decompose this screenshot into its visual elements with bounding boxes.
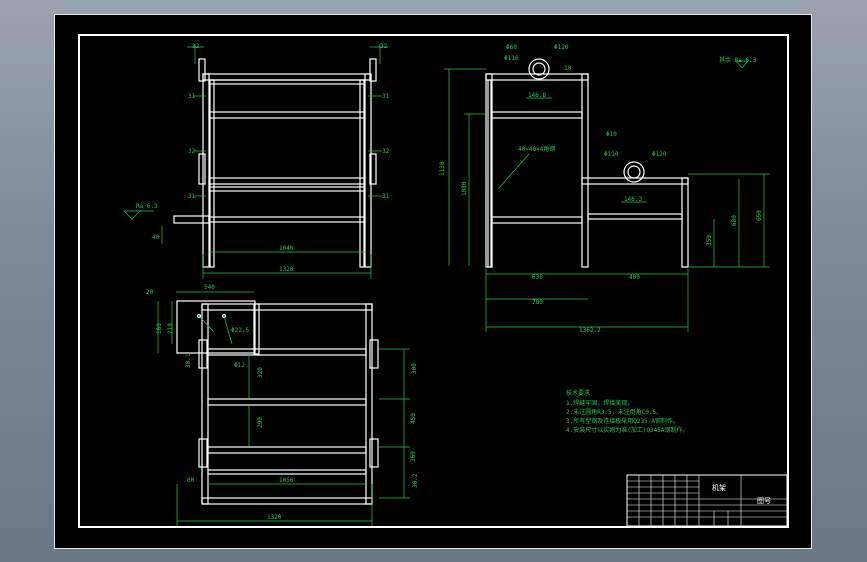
dim-text: 31 [188,193,196,200]
dim-text: 32 [192,43,200,50]
notes-title: 技术要求 [566,389,590,397]
dim-text: 30.2 [412,473,419,488]
side-view: Φ60 Φ120 Φ110 10 146.8 1130 1080 Φ10 Φ11… [439,44,770,334]
dim-text: Φ110 [604,151,619,158]
dim-text: 146.8 [528,92,546,99]
dim-text: Φ22.5 [231,327,249,334]
dim-text: 450 [410,413,417,424]
front-view: 32 32 31 31 32 32 31 31 1040 1320 40 Ra … [123,43,390,279]
dim-text: 146.3 [624,196,642,203]
dim-text: 1080 [461,181,468,196]
dim-text: 630 [532,274,543,281]
dim-text: 540 [204,284,215,291]
roughness-text: Ra 6.3 [136,203,158,210]
dim-text: 10 [564,65,572,72]
dim-text: 290 [257,417,264,428]
dim-text: 31 [382,93,390,100]
dim-text: 31 [382,193,390,200]
dim-text: Φ120 [554,44,569,51]
dim-text: 180 [156,323,163,334]
dim-text: Φ10 [606,131,617,138]
dim-text: 350 [706,235,713,246]
dim-text: 650 [756,210,763,221]
dim-text: Φ110 [504,55,519,62]
note-item: 4.安装尺寸以实物为准(加工)Q345A钢制作。 [566,426,689,434]
dim-text: 1056 [279,477,294,484]
roughness-text: 其余 Ra 6.3 [719,56,757,64]
title-block: 机架 图号 [626,474,788,527]
top-view: 540 20 180 210 30.1 Φ22.5 Φ12 320 290 30… [146,284,419,526]
dim-text: 30.1 [185,353,192,368]
dim-text: 1362.2 [579,327,601,334]
dim-text: 32 [382,148,390,155]
dim-text: 1320 [279,266,294,273]
dim-text: 60 [187,477,195,484]
dim-text: 400 [629,274,640,281]
note-item: 2.未注圆角R3.5，未注倒角C0.5。 [566,408,662,416]
inner-frame [78,34,789,528]
note-item: 3.所有型钢及连接板采用Q235-A钢制作。 [566,417,679,425]
dim-text: Φ60 [506,44,517,51]
cad-drawing: 32 32 31 31 32 32 31 31 1040 1320 40 Ra … [54,14,812,549]
dim-text: 32 [188,148,196,155]
dim-text: 1040 [279,245,294,252]
dim-text: Φ12 [234,362,245,369]
drawing-sheet: 32 32 31 31 32 32 31 31 1040 1320 40 Ra … [54,14,812,549]
dim-text: 300 [411,363,418,374]
dim-text: 31 [188,93,196,100]
dim-text: 320 [257,367,264,378]
technical-notes: 技术要求 1.焊缝牢固，焊接美观。 2.未注圆角R3.5，未注倒角C0.5。 3… [566,389,689,434]
dim-text: 210 [167,323,174,334]
dim-text: 20 [146,289,154,296]
outer-frame [54,14,812,549]
note-item: 1.焊缝牢固，焊接美观。 [566,399,633,407]
dim-text: 40 [152,234,160,241]
dim-text: 680 [731,215,738,226]
dim-text: 780 [532,299,543,306]
dim-text: 1130 [439,161,446,176]
dim-text: Φ120 [652,151,667,158]
dim-text: 32 [380,43,388,50]
drawing-name: 机架 [712,483,726,492]
dim-text: 1320 [267,514,282,521]
drawing-code: 图号 [757,497,771,505]
dim-text: 360 [410,451,417,462]
leader-note: 40×40×4角钢 [518,145,555,153]
